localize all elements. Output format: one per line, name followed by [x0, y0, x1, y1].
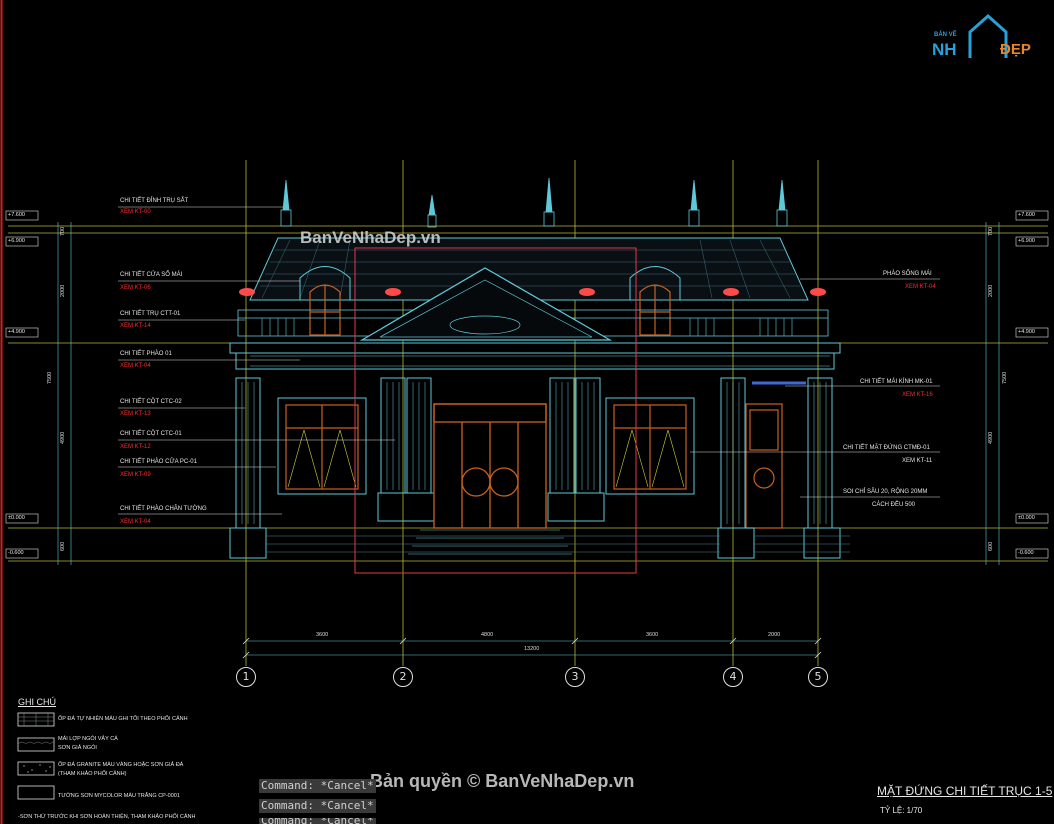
legend-footnote: -SƠN THỬ TRƯỚC KHI SƠN HOÀN THIỆN, THAM …: [18, 814, 196, 820]
left-label-title: CHI TIẾT PHÀO 01: [120, 351, 172, 357]
legend-item-text: ỐP ĐÁ GRANITE MÀU VÀNG HOẶC SƠN GIẢ ĐÁ: [58, 762, 184, 768]
vertical-dim-right: 2000: [988, 284, 994, 297]
watermark-top: BanVeNhaDep.vn: [300, 228, 441, 247]
legend-item-sub: (THAM KHẢO PHỐI CẢNH): [58, 771, 127, 777]
left-label-ref: XEM KT-00: [120, 209, 151, 215]
axis-bubble: 5: [808, 667, 828, 687]
vertical-dim-left: 7500: [47, 371, 53, 384]
logo-brand-left: NH: [932, 40, 957, 59]
vertical-dim-left: 4900: [60, 431, 66, 444]
brand-logo: BẢN VẼ NH ĐẸP: [928, 12, 1046, 64]
bottom-dim: 4800: [481, 632, 494, 638]
bottom-dim: 3600: [316, 632, 329, 638]
level-left: +6.900: [8, 238, 25, 244]
legend-item-text: TƯỜNG SƠN MYCOLOR MÀU TRẮNG CP-0001: [58, 793, 180, 799]
vertical-dim-left: 700: [60, 226, 66, 236]
vertical-dim-right: 7500: [1002, 371, 1008, 384]
command-history-line: Command: *Cancel*: [259, 799, 376, 813]
right-label-ref: XEM KT-11: [902, 458, 933, 464]
axis-bubble: 3: [565, 667, 585, 687]
vertical-dim-right: 4900: [988, 431, 994, 444]
watermark-bottom: Bản quyền © BanVeNhaDep.vn: [370, 771, 635, 791]
drawing-scale: TỶ LỆ: 1/70: [880, 806, 923, 815]
command-history-line: Command: *Cancel*: [259, 818, 376, 824]
command-history-line: Command: *Cancel*: [259, 779, 376, 793]
left-label-ref: XEM KT-04: [120, 363, 151, 369]
vertical-dim-left: 600: [60, 541, 66, 551]
left-label-title: CHI TIẾT PHÀO CỬA PC-01: [120, 459, 197, 465]
right-label-title: CHI TIẾT MÁI KÍNH MK-01: [860, 379, 933, 385]
axis-bubble: 2: [393, 667, 413, 687]
level-left: ±0.000: [8, 515, 25, 521]
level-left: +4.900: [8, 329, 25, 335]
bottom-dim: 3600: [646, 632, 659, 638]
left-label-title: CHI TIẾT CỘT CTC-01: [120, 431, 182, 437]
drawing-title: MẶT ĐỨNG CHI TIẾT TRỤC 1-5: [877, 784, 1053, 798]
left-label-title: CHI TIẾT PHÀO CHÂN TƯỜNG: [120, 506, 207, 512]
right-label-title: PHÀO SỐNG MÁI: [883, 271, 932, 277]
left-label-ref: XEM KT-09: [120, 472, 151, 478]
legend-item-sub: SƠN GIẢ NGÓI: [58, 745, 97, 751]
right-label-ref: CÁCH ĐỀU 500: [872, 502, 916, 508]
logo-brand-right: ĐẸP: [1000, 41, 1031, 58]
left-label-ref: XEM KT-14: [120, 323, 151, 329]
level-right: +4.900: [1018, 329, 1035, 335]
right-label-title: SOI CHỈ SÂU 20, RỘNG 20MM: [843, 489, 928, 495]
vertical-dim-left: 2000: [60, 284, 66, 297]
axis-bubble: 4: [723, 667, 743, 687]
right-label-ref: XEM KT-16: [902, 392, 933, 398]
level-left: +7.600: [8, 212, 25, 218]
level-right: ±0.000: [1018, 515, 1035, 521]
legend-title: GHI CHÚ: [18, 697, 56, 707]
left-label-ref: XEM KT-13: [120, 411, 151, 417]
legend-item-text: MÁI LỢP NGÓI VẢY CÁ: [58, 736, 118, 742]
left-label-title: CHI TIẾT ĐỈNH TRỤ SẮT: [120, 198, 189, 204]
bottom-dim: 2000: [768, 632, 781, 638]
total-dim: 13200: [524, 646, 540, 652]
level-right: +6.900: [1018, 238, 1035, 244]
level-left: -0.600: [8, 550, 24, 556]
left-label-title: CHI TIẾT CỬA SỔ MÁI: [120, 272, 183, 278]
left-label-ref: XEM KT-06: [120, 285, 151, 291]
axis-bubble: 1: [236, 667, 256, 687]
left-label-ref: XEM KT-04: [120, 519, 151, 525]
left-label-title: CHI TIẾT CỘT CTC-02: [120, 399, 182, 405]
vertical-dim-right: 700: [988, 226, 994, 236]
legend-item-text: ỐP ĐÁ TỰ NHIÊN MÀU GHI TỐI THEO PHỐI CẢN…: [58, 716, 188, 722]
right-label-title: CHI TIẾT MẶT ĐỨNG CTMĐ-01: [843, 445, 930, 451]
level-right: -0.600: [1018, 550, 1034, 556]
level-right: +7.600: [1018, 212, 1035, 218]
left-label-ref: XEM KT-12: [120, 444, 151, 450]
right-label-ref: XEM KT-04: [905, 284, 936, 290]
vertical-dim-right: 600: [988, 541, 994, 551]
logo-top-text: BẢN VẼ: [934, 32, 957, 38]
left-label-title: CHI TIẾT TRỤ CTT-01: [120, 311, 181, 317]
